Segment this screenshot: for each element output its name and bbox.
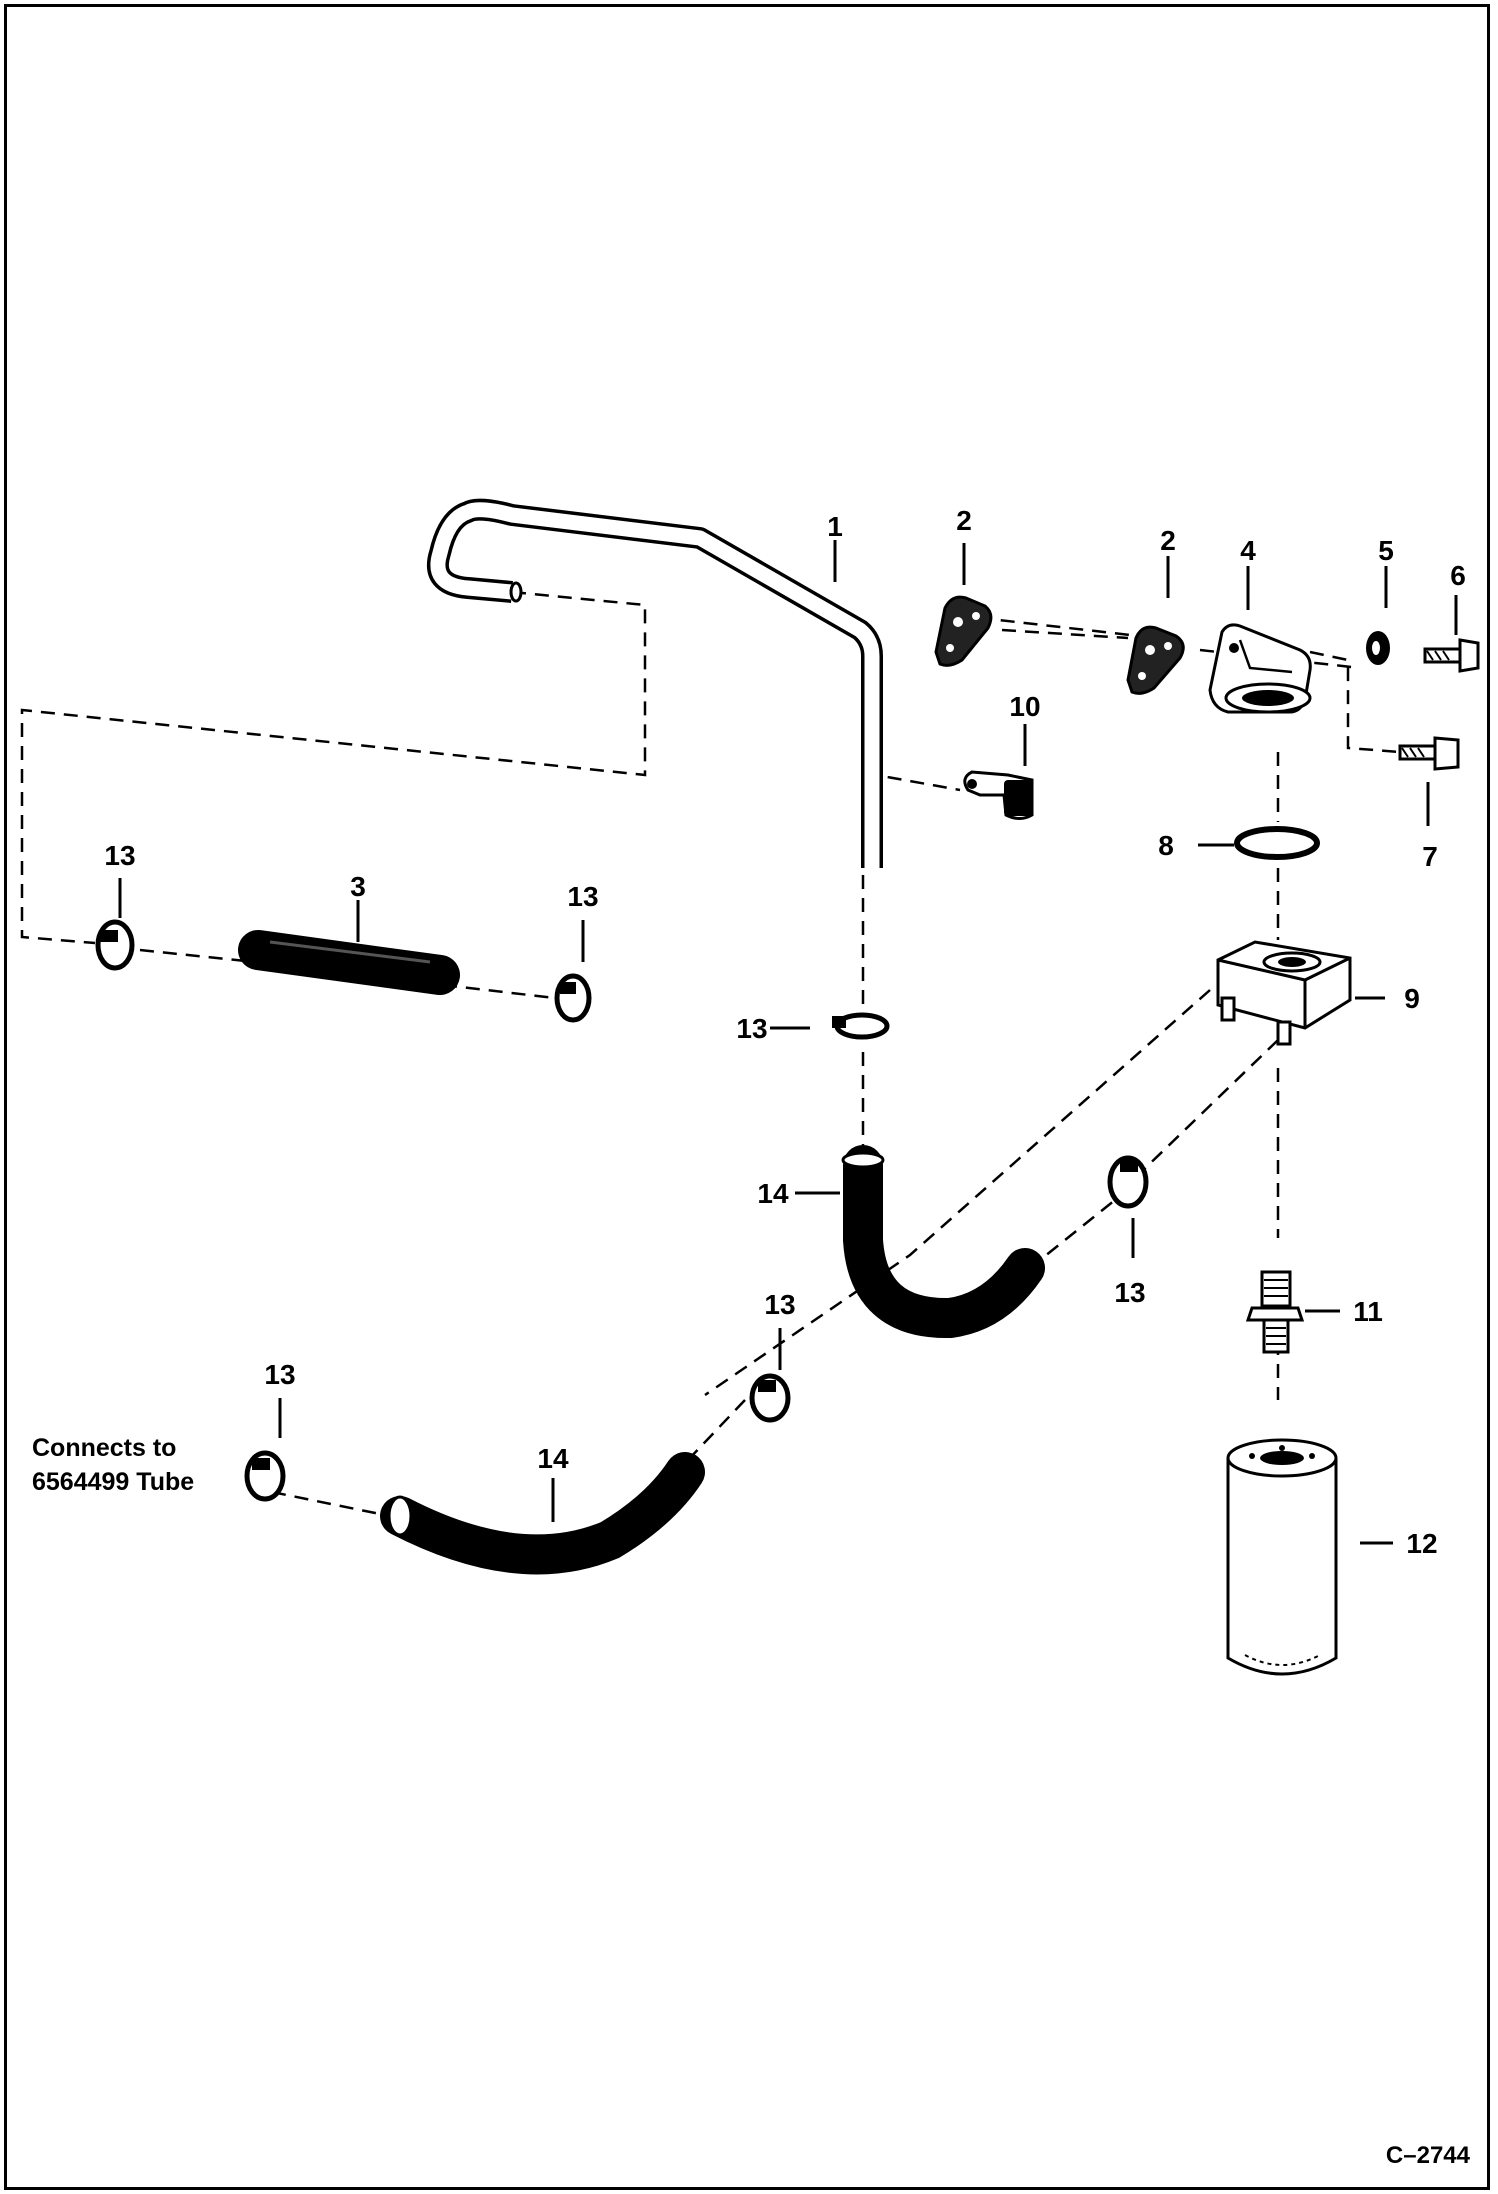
clamp-part-13-d — [1107, 1155, 1149, 1209]
washer-part-5 — [1366, 631, 1390, 665]
callout-2-left: 2 — [956, 505, 972, 536]
clamp-part-13-b — [554, 973, 592, 1023]
hose-part-14-upper — [841, 1145, 1045, 1339]
callout-1: 1 — [827, 511, 843, 542]
clip-part-10 — [963, 770, 1034, 820]
callout-13-d: 13 — [1114, 1277, 1145, 1308]
callout-14-lower: 14 — [537, 1443, 569, 1474]
callout-2-right: 2 — [1160, 525, 1176, 556]
filter-part-12 — [1226, 1438, 1338, 1676]
bolt-part-7 — [1398, 736, 1460, 771]
leader-lines — [118, 540, 1458, 1545]
callout-13-a: 13 — [104, 840, 135, 871]
adapter-part-4 — [1208, 623, 1312, 714]
oring-part-8 — [1234, 826, 1320, 860]
callout-3: 3 — [350, 871, 366, 902]
connection-note-line2: 6564499 Tube — [32, 1468, 194, 1496]
figure-code: C–2744 — [1386, 2142, 1471, 2169]
nipple-part-11 — [1245, 1270, 1305, 1354]
bolt-part-6 — [1423, 638, 1480, 673]
callout-9: 9 — [1404, 983, 1420, 1014]
callout-11: 11 — [1353, 1296, 1383, 1327]
connection-note-line1: Connects to — [32, 1434, 176, 1462]
bracket-part-2-right — [1126, 625, 1185, 695]
clamp-part-13-a — [95, 919, 135, 971]
callout-7: 7 — [1422, 841, 1438, 872]
callout-5: 5 — [1378, 535, 1394, 566]
callout-13-c: 13 — [736, 1013, 767, 1044]
callout-8: 8 — [1158, 830, 1174, 861]
filter-head-part-9 — [1216, 940, 1352, 1046]
hose-part-3 — [238, 930, 460, 995]
callout-10: 10 — [1009, 691, 1040, 722]
callout-13-e: 13 — [764, 1289, 795, 1320]
callout-12: 12 — [1406, 1528, 1437, 1559]
bracket-part-2-left — [934, 595, 993, 667]
callout-14-upper: 14 — [757, 1178, 789, 1209]
callout-13-f: 13 — [264, 1359, 295, 1390]
callout-6: 6 — [1450, 560, 1466, 591]
diagram-border — [4, 4, 1490, 2190]
hose-part-14-lower — [380, 1452, 705, 1575]
callout-labels: 1 2 2 3 4 5 6 7 8 9 10 11 12 13 13 13 13… — [104, 505, 1465, 1559]
clamp-part-13-f — [244, 1450, 286, 1502]
callout-4: 4 — [1240, 535, 1256, 566]
tube-part-1 — [427, 498, 883, 868]
clamp-part-13-c — [832, 1012, 890, 1040]
assembly-lines — [20, 590, 1401, 1517]
clamp-part-13-e — [749, 1373, 791, 1423]
callout-13-b: 13 — [567, 881, 598, 912]
